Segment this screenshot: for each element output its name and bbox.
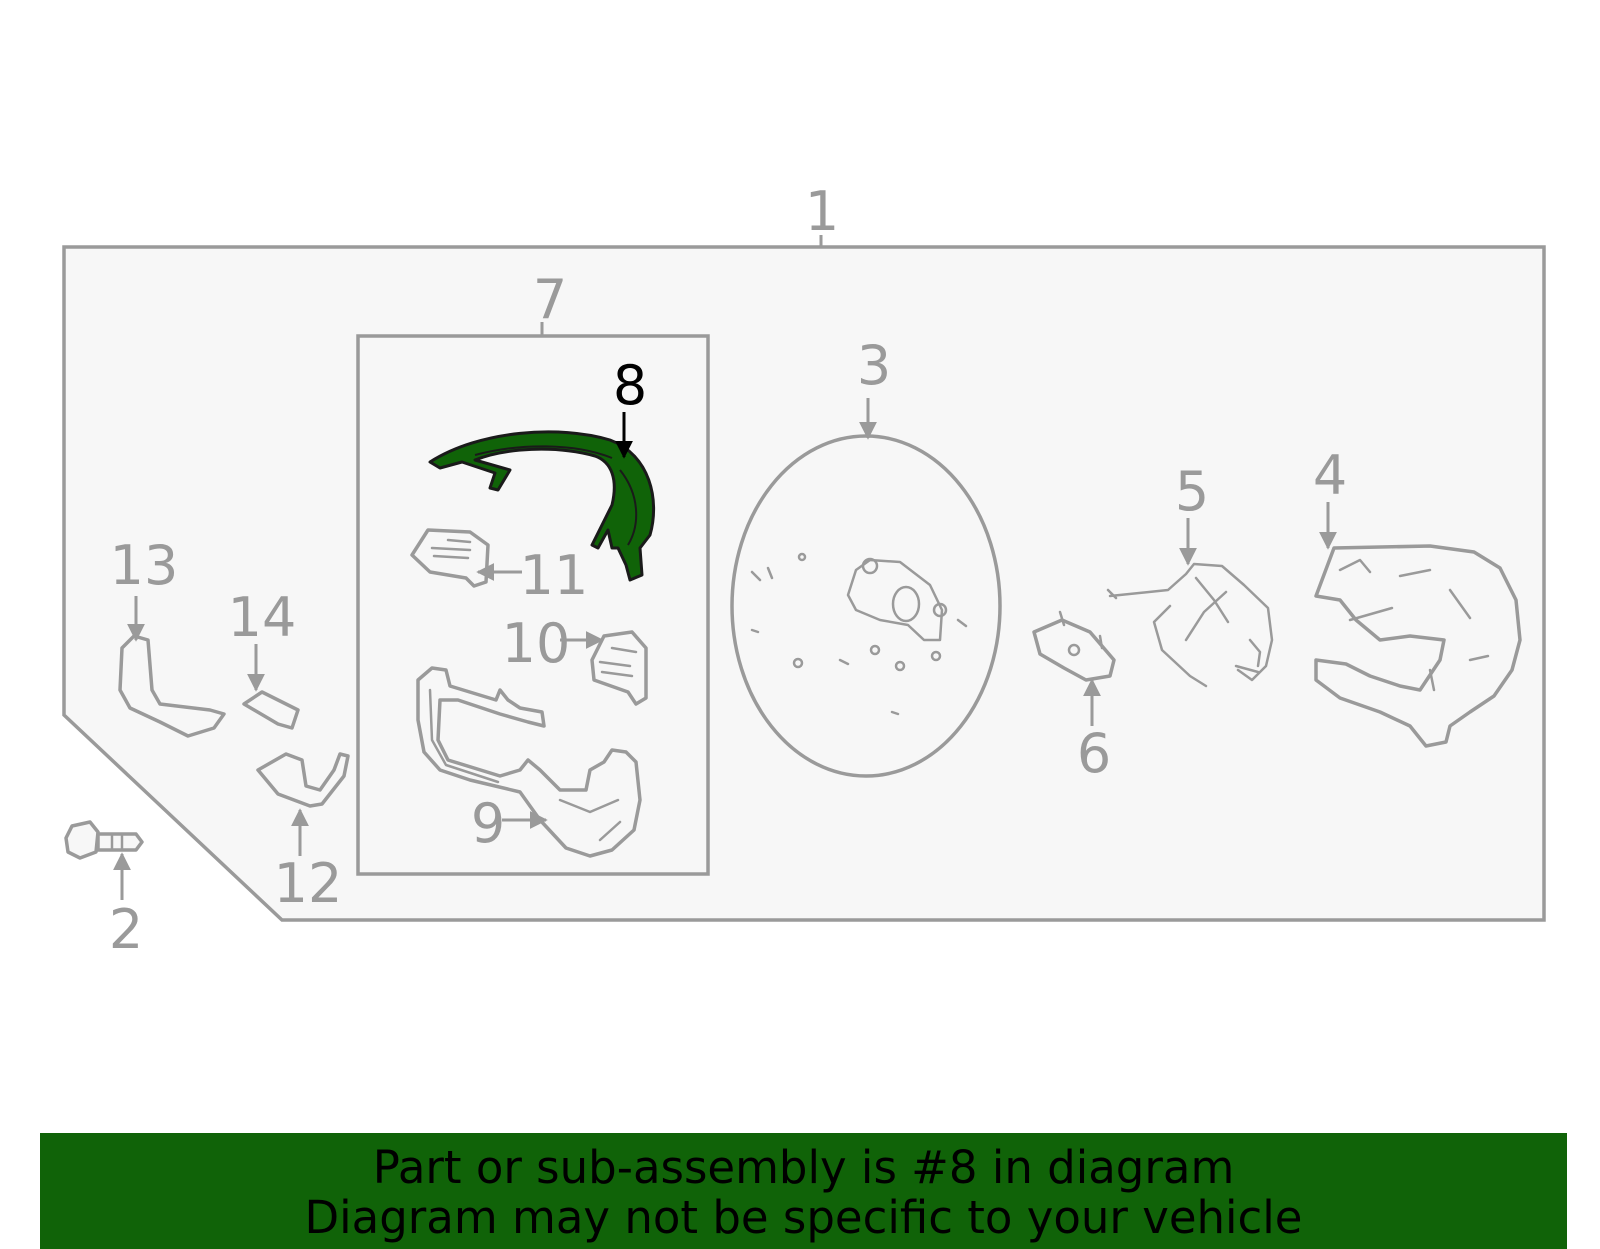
callout-7: 7 bbox=[533, 268, 567, 331]
part-12-bracket[interactable] bbox=[256, 752, 350, 808]
callout-3: 3 bbox=[857, 334, 891, 397]
banner-line-2: Diagram may not be specific to your vehi… bbox=[304, 1191, 1303, 1244]
part-6-bracket[interactable] bbox=[1032, 610, 1116, 682]
part-13-trim[interactable] bbox=[118, 634, 226, 738]
part-5-harness[interactable] bbox=[1106, 562, 1274, 688]
callout-5: 5 bbox=[1175, 460, 1209, 523]
callout-10: 10 bbox=[502, 612, 571, 675]
part-8-cover[interactable] bbox=[428, 430, 656, 582]
callout-2: 2 bbox=[109, 898, 143, 961]
callout-6: 6 bbox=[1077, 722, 1111, 785]
callout-1: 1 bbox=[805, 180, 839, 243]
part-3-airbag[interactable] bbox=[730, 434, 1002, 778]
part-10-switch[interactable] bbox=[590, 630, 648, 706]
part-14-clip[interactable] bbox=[242, 690, 300, 730]
callout-4: 4 bbox=[1313, 444, 1347, 507]
part-4-rear-cover[interactable] bbox=[1314, 544, 1522, 748]
callout-11: 11 bbox=[520, 544, 589, 607]
callout-14: 14 bbox=[228, 586, 297, 649]
info-banner: Part or sub-assembly is #8 in diagram Di… bbox=[40, 1133, 1567, 1249]
callout-12: 12 bbox=[274, 852, 343, 915]
callout-13: 13 bbox=[110, 534, 179, 597]
callout-9: 9 bbox=[471, 792, 505, 855]
part-11-switch[interactable] bbox=[410, 528, 490, 588]
banner-line-1: Part or sub-assembly is #8 in diagram bbox=[372, 1141, 1235, 1194]
part-9-bezel[interactable] bbox=[416, 666, 642, 858]
part-2-bolt[interactable] bbox=[64, 820, 144, 860]
callout-8: 8 bbox=[613, 354, 647, 417]
